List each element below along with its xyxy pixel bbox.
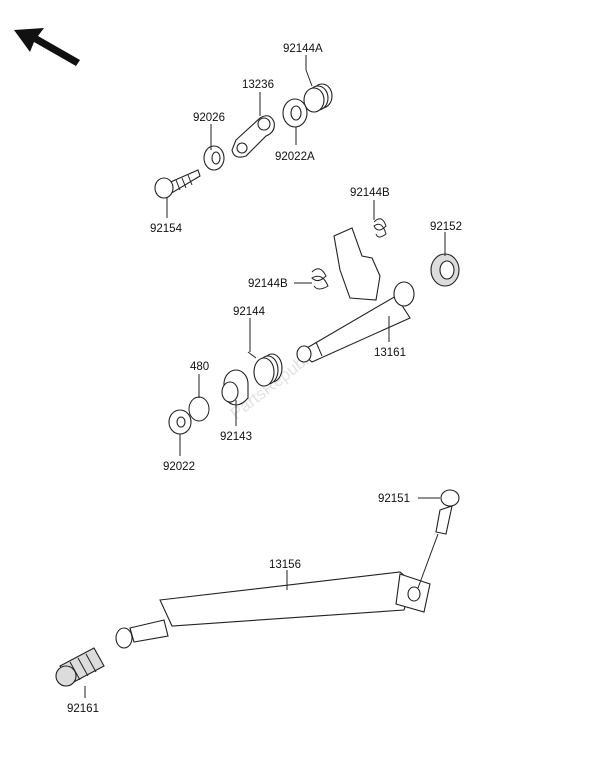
label-92154: 92154 [150, 223, 183, 235]
label-92143: 92143 [220, 431, 252, 443]
circlip-480 [188, 396, 210, 422]
label-92161: 92161 [67, 703, 99, 715]
spring-92144A [303, 69, 333, 113]
collar-92143 [221, 369, 249, 406]
label-92144: 92144 [233, 306, 266, 318]
seal-92152 [430, 253, 460, 287]
rubber-92161 [55, 647, 105, 687]
label-92022A: 92022A [275, 151, 315, 163]
label-92022: 92022 [163, 461, 195, 473]
lever-13236 [231, 115, 275, 158]
spring-92144B-top [373, 218, 387, 238]
spring-92144 [247, 351, 283, 387]
spring-92144B-left [311, 268, 329, 290]
label-92144B-left: 92144B [248, 278, 288, 290]
direction-arrow-icon [14, 28, 80, 66]
pedal-13156 [115, 571, 431, 649]
washer-92022 [168, 409, 192, 435]
bolt-92154 [154, 169, 201, 199]
label-92144B-top: 92144B [350, 187, 390, 199]
label-13161: 13161 [374, 347, 406, 359]
leader-lines [84, 55, 446, 698]
washer-92022A [282, 98, 308, 128]
label-13156: 13156 [269, 559, 301, 571]
bolt-92151 [435, 489, 460, 535]
label-92144A: 92144A [283, 43, 323, 55]
label-480: 480 [190, 361, 209, 373]
shaft-13161 [296, 227, 415, 363]
collar-92026 [203, 145, 225, 171]
label-92026: 92026 [193, 112, 225, 124]
label-92152: 92152 [430, 221, 462, 233]
label-13236: 13236 [242, 79, 274, 91]
label-92151: 92151 [378, 493, 410, 505]
